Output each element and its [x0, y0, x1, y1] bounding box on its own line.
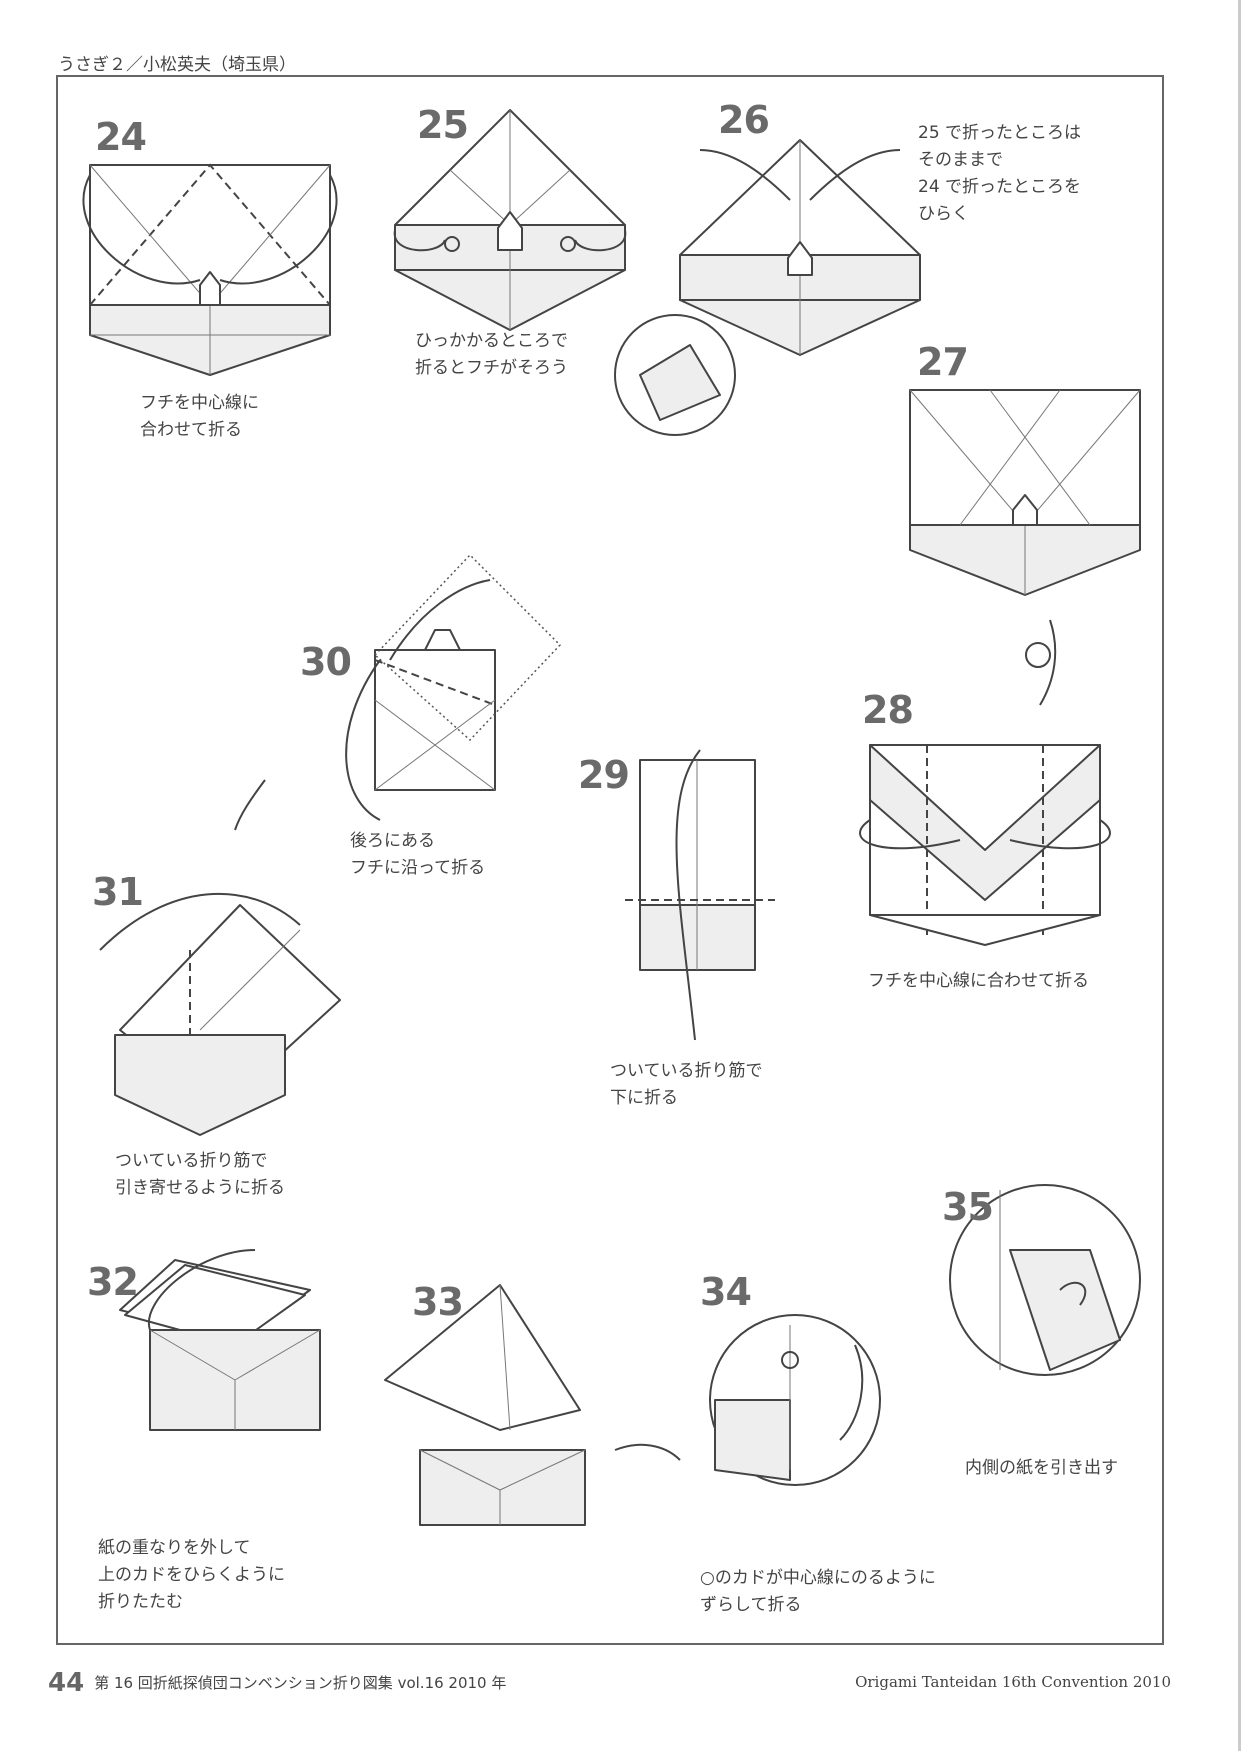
step-number-33: 33 — [412, 1280, 464, 1324]
diagram-step-31 — [99, 892, 341, 1136]
diagram-step-30 — [345, 553, 562, 821]
caption-step-30: 後ろにある フチに沿って折る — [350, 831, 486, 878]
diagram-frame — [56, 75, 1164, 1645]
sequence-arrow-30-31 — [234, 779, 266, 831]
step-number-35: 35 — [942, 1185, 994, 1229]
diagram-step-33 — [384, 1284, 586, 1526]
caption-step-24: フチを中心線に 合わせて折る — [140, 393, 259, 440]
diagram-step-26 — [614, 139, 921, 436]
caption-step-29: ついている折り筋で 下に折る — [610, 1061, 763, 1108]
page-header-title: うさぎ２／小松英夫（埼玉県） — [58, 55, 296, 75]
diagram-step-35 — [949, 1184, 1141, 1376]
caption-step-31: ついている折り筋で 引き寄せるように折る — [115, 1151, 285, 1198]
footer-left: 44 第 16 回折紙探偵団コンベンション折り図集 vol.16 2010 年 — [48, 1668, 506, 1698]
diagram-step-34 — [709, 1314, 881, 1486]
step-number-26: 26 — [718, 98, 770, 142]
turn-over-icon — [1025, 619, 1057, 706]
page-number: 44 — [48, 1668, 85, 1698]
step-number-31: 31 — [92, 870, 144, 914]
diagram-step-32 — [119, 1249, 321, 1431]
step-number-25: 25 — [417, 103, 469, 147]
step-number-24: 24 — [95, 115, 147, 159]
diagram-step-27 — [909, 389, 1141, 596]
step-number-34: 34 — [700, 1270, 752, 1314]
step-number-28: 28 — [862, 688, 914, 732]
step-number-32: 32 — [87, 1260, 139, 1304]
step-number-30: 30 — [300, 640, 352, 684]
caption-step-34: ○のカドが中心線にのるように ずらして折る — [700, 1568, 936, 1615]
step-number-29: 29 — [578, 753, 630, 797]
footer-publication: 第 16 回折紙探偵団コンベンション折り図集 vol.16 2010 年 — [94, 1674, 507, 1692]
caption-step-32: 紙の重なりを外して 上のカドをひらくように 折りたたむ — [98, 1538, 285, 1612]
caption-step-26: 25 で折ったところは そのままで 24 で折ったところを ひらく — [918, 123, 1082, 224]
footer-right: Origami Tanteidan 16th Convention 2010 — [855, 1673, 1171, 1691]
diagram-step-25 — [393, 109, 627, 331]
caption-step-35: 内側の紙を引き出す — [965, 1458, 1118, 1478]
diagram-step-24 — [82, 163, 338, 376]
sequence-arrow-33-34 — [614, 1443, 681, 1461]
caption-step-28: フチを中心線に合わせて折る — [868, 971, 1089, 991]
page-edge-shadow — [1238, 0, 1241, 1751]
caption-step-25: ひっかかるところで 折るとフチがそろう — [415, 331, 568, 378]
diagram-step-29 — [625, 749, 775, 1041]
step-number-27: 27 — [917, 340, 969, 384]
diagram-step-28 — [859, 744, 1111, 946]
